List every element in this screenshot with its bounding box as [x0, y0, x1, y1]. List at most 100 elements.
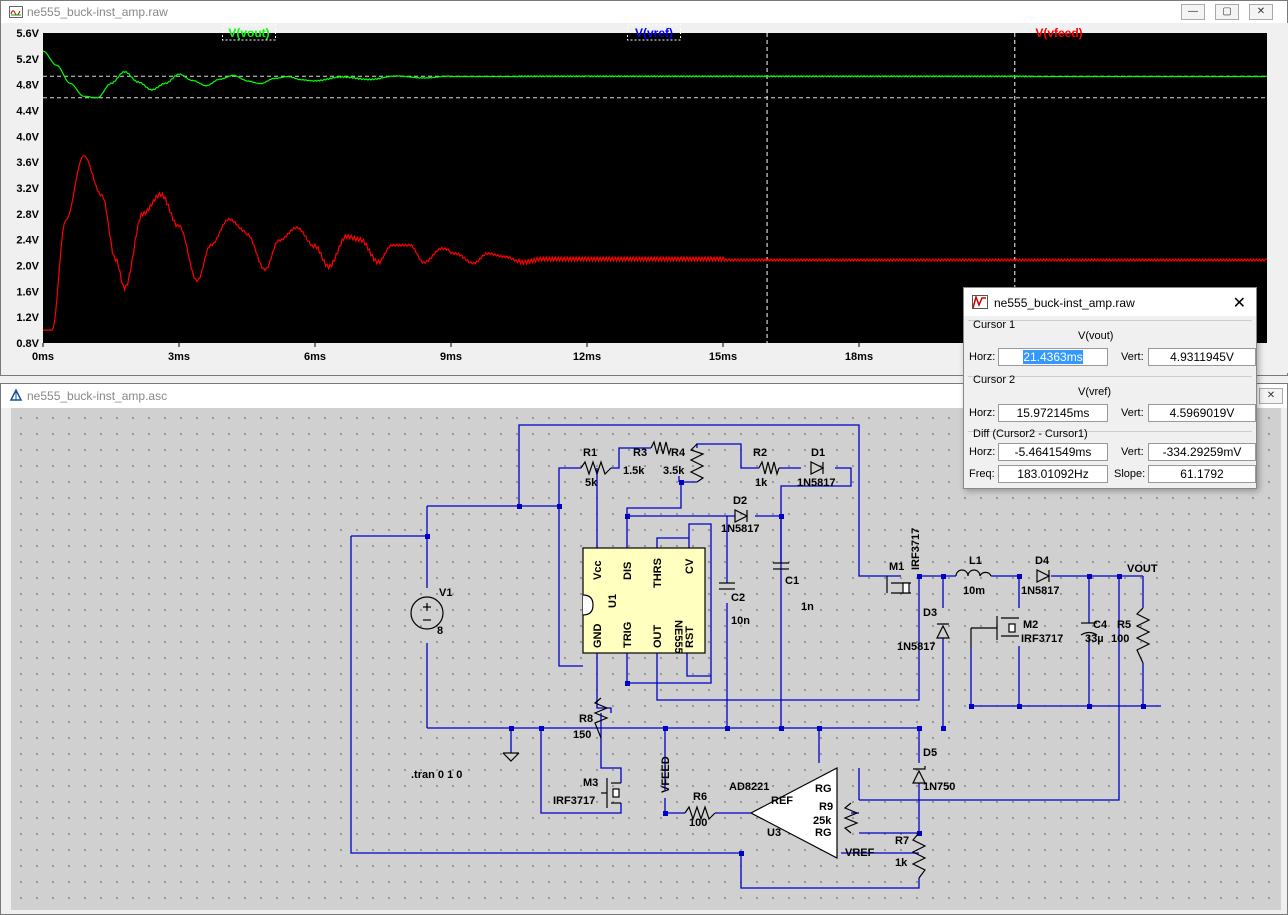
cursor-dialog-titlebar[interactable]: ne555_buck-inst_amp.raw ✕ [964, 288, 1256, 316]
y-tick-label: 2.4V [16, 235, 39, 247]
cursor2-horz-field[interactable]: 15.972145ms [998, 404, 1108, 422]
resistor-r8 [593, 697, 609, 739]
label-r1: R1 [583, 447, 597, 459]
diff-heading: Diff (Cursor2 - Cursor1) [973, 428, 1088, 440]
resistor-r5 [1135, 607, 1151, 664]
label-c4: C4 [1093, 619, 1108, 631]
cursor2-trace: V(vref) [1078, 386, 1111, 398]
schematic-drawing[interactable]: R1 5k R3 1.5k R4 3.5k R2 1k D1 1N5817 D2… [11, 408, 1281, 910]
label-r6: R6 [693, 791, 707, 803]
y-tick-label: 3.2V [16, 183, 39, 195]
label-r8: R8 [579, 713, 593, 725]
cursor2-vert-label: Vert: [1121, 407, 1144, 419]
label-rg1: RG [815, 783, 832, 795]
label-r2: R2 [753, 447, 767, 459]
mosfet-m1 [886, 576, 911, 594]
label-d1: D1 [811, 447, 825, 459]
schematic-close-button[interactable]: ✕ [1259, 388, 1283, 404]
minimize-button[interactable]: — [1181, 4, 1205, 20]
waveform-window-titlebar[interactable]: ne555_buck-inst_amp.raw — ▢ ✕ [1, 1, 1287, 23]
label-d3-value: 1N5817 [897, 641, 936, 653]
cursor-dialog-close-button[interactable]: ✕ [1232, 295, 1246, 312]
cursor2-horz-label: Horz: [969, 407, 996, 419]
y-tick-label: 4.8V [16, 80, 39, 92]
voltage-source-v1 [410, 596, 444, 630]
schematic-app-icon [9, 388, 23, 401]
cursor-dialog-icon [972, 295, 988, 309]
cursor1-trace: V(vout) [1078, 330, 1114, 342]
label-r5-value: 100 [1111, 633, 1129, 645]
schematic-labels: R1 5k R3 1.5k R4 3.5k R2 1k D1 1N5817 D2… [411, 447, 1158, 869]
schematic-window: ne555_buck-inst_amp.asc ✕ [0, 383, 1288, 915]
label-c2-value: 10n [731, 615, 750, 627]
trace-vout[interactable] [42, 50, 1267, 99]
label-m1-value: IRF3717 [910, 528, 922, 570]
label-vout: VOUT [1127, 563, 1158, 575]
diff-vert-field[interactable]: -334.29259mV [1148, 443, 1256, 461]
x-tick-label: 6ms [304, 351, 326, 363]
legend-selection-box [627, 24, 681, 41]
label-d5-value: 1N750 [923, 781, 955, 793]
schematic-window-title: ne555_buck-inst_amp.asc [27, 389, 168, 403]
diff-horz-field[interactable]: -5.4641549ms [998, 443, 1108, 461]
resistor-r9 [843, 802, 859, 834]
freq-label: Freq: [969, 468, 995, 480]
cursor1-heading: Cursor 1 [973, 319, 1016, 331]
label-d5: D5 [923, 747, 937, 759]
cursor1-vert-label: Vert: [1121, 351, 1144, 363]
x-tick-label: 9ms [440, 351, 462, 363]
y-tick-label: 2.8V [16, 209, 39, 221]
slope-field[interactable]: 61.1792 [1148, 465, 1256, 483]
pin-dis: DIS [622, 562, 634, 580]
diff-vert-label: Vert: [1121, 446, 1144, 458]
cursor2-heading: Cursor 2 [973, 374, 1016, 386]
cursor1-horz-value: 21.4363ms [1023, 350, 1083, 364]
label-vfeed: VFEED [660, 756, 672, 793]
label-v1-value: 8 [437, 625, 443, 637]
label-r7: R7 [895, 835, 909, 847]
label-rg2: RG [815, 827, 832, 839]
maximize-button[interactable]: ▢ [1215, 4, 1239, 20]
schematic-wires [350, 424, 1161, 889]
label-l1-value: 10m [963, 585, 985, 597]
legend-vvfeed[interactable]: V(vfeed) [1035, 26, 1082, 40]
label-ne555: NE555 [672, 620, 684, 654]
y-tick-label: 1.2V [16, 312, 39, 324]
y-tick-label: 0.8V [16, 338, 39, 350]
trace-vfeed[interactable] [43, 155, 1267, 331]
diode-d1 [810, 461, 825, 475]
legend-vvout[interactable]: V(vout) [228, 26, 269, 40]
label-u1: U1 [607, 594, 619, 608]
label-m3-value: IRF3717 [553, 795, 595, 807]
label-l1: L1 [969, 555, 982, 567]
x-tick-label: 3ms [168, 351, 190, 363]
cursor-dialog[interactable]: ne555_buck-inst_amp.raw ✕ Cursor 1 V(vou… [963, 287, 1257, 489]
cursor2-vert-field[interactable]: 4.5969019V [1148, 404, 1256, 422]
label-r4-value: 3.5k [663, 465, 685, 477]
label-ad8221: AD8221 [729, 781, 769, 793]
y-tick-label: 4.4V [16, 106, 39, 118]
label-u3: U3 [767, 827, 781, 839]
label-c1-value: 1n [801, 601, 814, 613]
x-tick-label: 12ms [573, 351, 601, 363]
freq-field[interactable]: 183.01092Hz [998, 465, 1108, 483]
label-v1: V1 [439, 587, 452, 599]
cursor1-horz-field[interactable]: 21.4363ms [998, 348, 1108, 366]
label-d2-value: 1N5817 [721, 523, 760, 535]
pin-out: OUT [652, 625, 664, 649]
resistor-r3 [650, 440, 672, 457]
waveform-app-icon [9, 6, 23, 18]
mosfet-m2 [970, 616, 1019, 648]
cursor1-vert-field[interactable]: 4.9311945V [1148, 348, 1256, 366]
label-c1: C1 [785, 575, 799, 587]
inamp-u3 [749, 767, 838, 859]
label-m3: M3 [583, 777, 598, 789]
diode-d3 [936, 623, 950, 639]
resistor-r1 [580, 460, 612, 476]
close-button[interactable]: ✕ [1249, 4, 1273, 20]
schematic-canvas[interactable]: R1 5k R3 1.5k R4 3.5k R2 1k D1 1N5817 D2… [11, 408, 1281, 910]
cursor-dialog-title: ne555_buck-inst_amp.raw [994, 296, 1135, 310]
label-ref: REF [771, 795, 793, 807]
legend-vvref[interactable]: V(vref) [635, 26, 673, 40]
